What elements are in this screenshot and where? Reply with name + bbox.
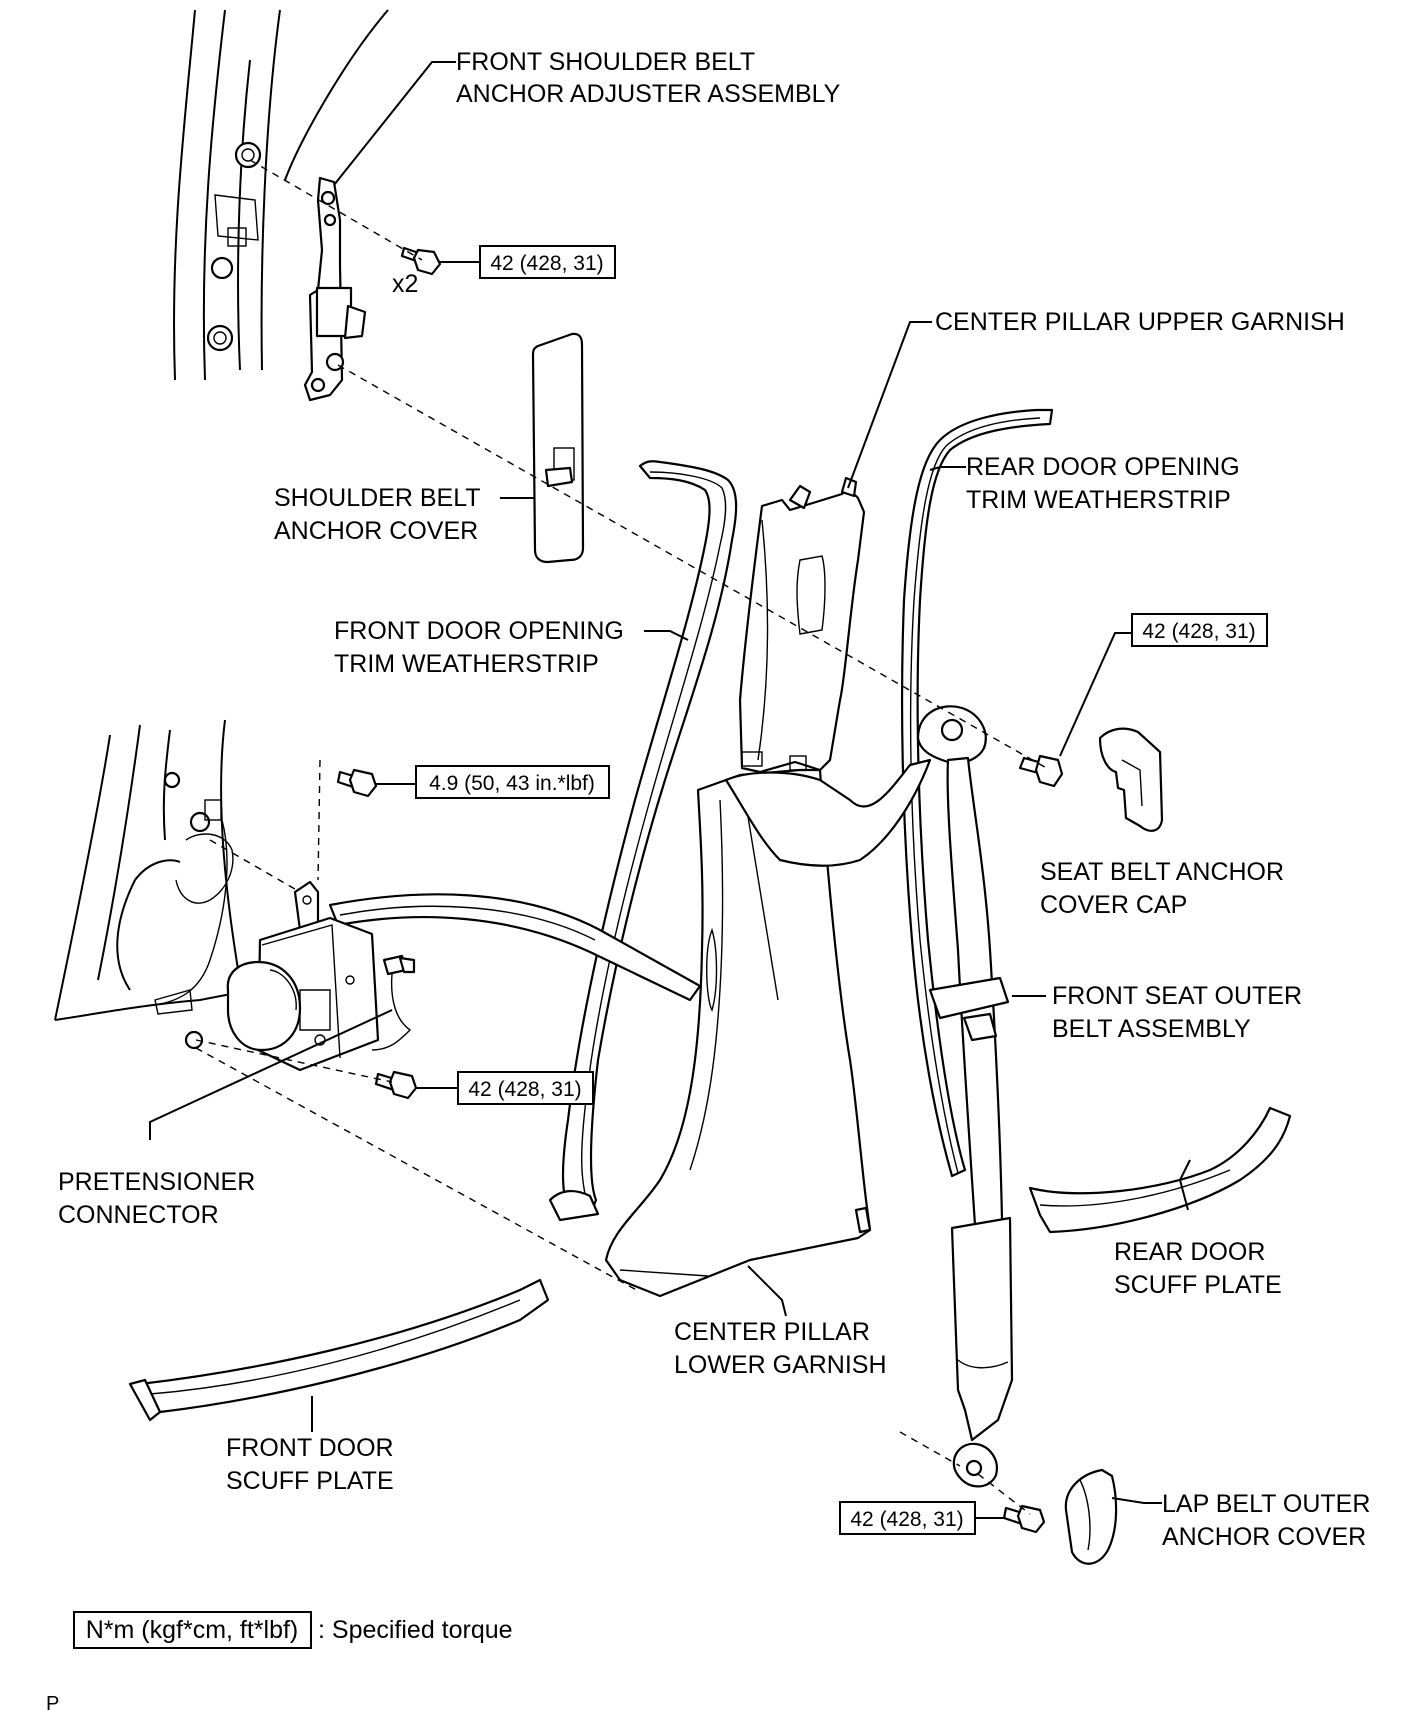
torque-spec-lap-anchor: 42 (428, 31) bbox=[839, 1501, 1006, 1535]
retractor-upper-bolt bbox=[336, 768, 378, 798]
label-center-pillar-lower-garnish: CENTER PILLAR LOWER GARNISH bbox=[674, 1318, 887, 1379]
legend-unit-box-text: N*m (kgf*cm, ft*lbf) bbox=[86, 1616, 299, 1644]
body-upper-pillar bbox=[173, 9, 389, 381]
seat-belt-retractor bbox=[226, 880, 380, 1072]
corner-mark: P bbox=[46, 1693, 59, 1715]
torque-spec-retractor-upper: 4.9 (50, 43 in.*lbf) bbox=[376, 765, 610, 799]
label-center-pillar-upper-garnish: CENTER PILLAR UPPER GARNISH bbox=[935, 308, 1345, 336]
seat-belt-anchor-cover-cap bbox=[1098, 727, 1164, 832]
shoulder-belt-anchor-adjuster bbox=[303, 176, 367, 402]
torque-lap-anchor-text: 42 (428, 31) bbox=[850, 1508, 963, 1531]
torque-upper-anchor-text: 42 (428, 31) bbox=[1142, 620, 1255, 643]
front-door-scuff-plate bbox=[128, 1278, 550, 1422]
front-door-opening-weatherstrip bbox=[548, 460, 738, 1222]
pretensioner-connector-part bbox=[371, 954, 416, 1051]
quantity-label: x2 bbox=[392, 270, 418, 298]
rear-door-opening-weatherstrip bbox=[900, 408, 1054, 1178]
rear-door-scuff-plate bbox=[1028, 1106, 1292, 1234]
torque-spec-retractor-lower: 42 (428, 31) bbox=[416, 1071, 594, 1105]
label-front-shoulder-belt-anchor-adjuster: FRONT SHOULDER BELT ANCHOR ADJUSTER ASSE… bbox=[456, 48, 841, 108]
torque-spec-upper-anchor: 42 (428, 31) bbox=[1131, 613, 1268, 647]
label-pretensioner-connector: PRETENSIONER CONNECTOR bbox=[58, 1168, 262, 1229]
label-front-door-opening-trim-weatherstrip: FRONT DOOR OPENING TRIM WEATHERSTRIP bbox=[334, 617, 631, 678]
torque-retractor-lower-text: 42 (428, 31) bbox=[468, 1078, 581, 1101]
body-clip-hole bbox=[184, 1030, 204, 1050]
center-pillar-upper-garnish bbox=[738, 476, 866, 774]
leader-lines bbox=[149, 61, 1191, 1504]
retractor-lower-bolt bbox=[374, 1070, 418, 1100]
torque-retractor-upper-text: 4.9 (50, 43 in.*lbf) bbox=[429, 772, 595, 795]
label-front-door-scuff-plate: FRONT DOOR SCUFF PLATE bbox=[226, 1434, 401, 1495]
lap-belt-outer-anchor-cover bbox=[1064, 1468, 1118, 1565]
label-lap-belt-outer-anchor-cover: LAP BELT OUTER ANCHOR COVER bbox=[1162, 1490, 1377, 1551]
label-front-seat-outer-belt-assembly: FRONT SEAT OUTER BELT ASSEMBLY bbox=[1052, 982, 1309, 1043]
torque-adjuster-text: 42 (428, 31) bbox=[490, 252, 603, 275]
front-seat-outer-belt bbox=[328, 705, 1014, 1488]
legend-description: : Specified torque bbox=[318, 1616, 513, 1644]
label-rear-door-opening-trim-weatherstrip: REAR DOOR OPENING TRIM WEATHERSTRIP bbox=[966, 453, 1247, 514]
upper-anchor-bolt bbox=[1018, 754, 1064, 788]
torque-legend: N*m (kgf*cm, ft*lbf) : Specified torque bbox=[73, 1611, 513, 1649]
label-shoulder-belt-anchor-cover: SHOULDER BELT ANCHOR COVER bbox=[274, 484, 487, 545]
label-seat-belt-anchor-cover-cap: SEAT BELT ANCHOR COVER CAP bbox=[1040, 858, 1291, 919]
center-pillar-lower-garnish bbox=[604, 768, 872, 1298]
torque-spec-adjuster: 42 (428, 31) bbox=[438, 245, 616, 279]
lap-anchor-bolt bbox=[1002, 1504, 1046, 1534]
shoulder-belt-anchor-cover bbox=[531, 332, 585, 564]
installation-dashed-lines bbox=[195, 159, 1051, 1515]
label-rear-door-scuff-plate: REAR DOOR SCUFF PLATE bbox=[1114, 1238, 1282, 1299]
